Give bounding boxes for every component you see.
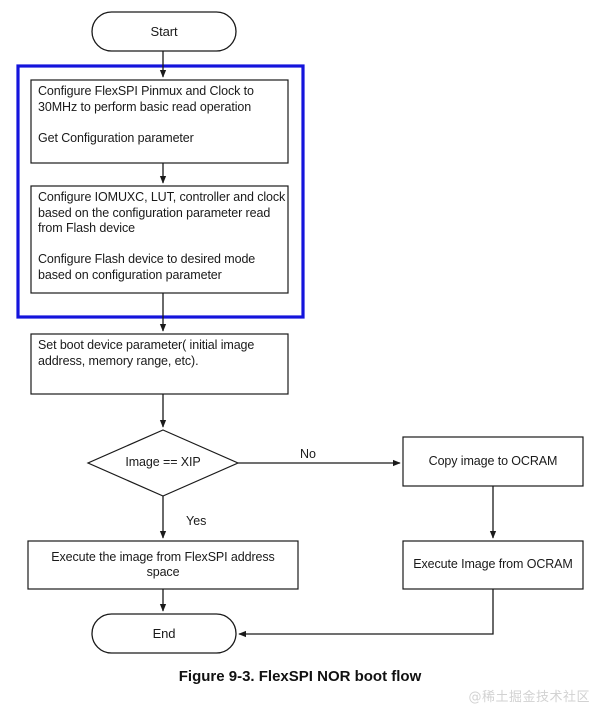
highlight-group-border (16, 64, 305, 319)
node-configure-flexspi-label: Configure FlexSPI Pinmux and Clock to 30… (38, 84, 254, 145)
node-copy-image-to-ocram-label: Copy image to OCRAM (428, 453, 558, 468)
node-start-label: Start (150, 23, 178, 39)
edge-execute-image-ocram-to-end (238, 589, 494, 638)
node-end-label: End (152, 625, 176, 641)
node-end-shape (91, 613, 237, 654)
node-set-boot-device-parameter-shape (30, 333, 289, 395)
node-copy-image-to-ocram-shape (402, 436, 584, 487)
node-execute-image-flexspi-label: Execute the image from FlexSPI address s… (51, 549, 275, 580)
node-execute-image-ocram-shape (402, 540, 584, 590)
figure-caption: Figure 9-3. FlexSPI NOR boot flow (178, 668, 422, 685)
node-image-is-xip-label: Image == XIP (125, 455, 201, 470)
node-execute-image-ocram-label: Execute Image from OCRAM (413, 557, 573, 572)
node-configure-flexspi-shape (30, 79, 289, 164)
node-execute-image-flexspi-shape (27, 540, 299, 590)
node-configure-iomuxc-label: Configure IOMUXC, LUT, controller and cl… (38, 190, 286, 282)
node-start-shape (91, 11, 237, 52)
edge-label-yes: Yes (186, 514, 207, 528)
watermark: @稀土掘金技术社区 (468, 690, 590, 705)
edge-label-no: No (300, 447, 316, 461)
node-set-boot-device-parameter-label: Set boot device parameter( initial image… (38, 338, 255, 368)
node-configure-iomuxc-shape (30, 185, 289, 294)
